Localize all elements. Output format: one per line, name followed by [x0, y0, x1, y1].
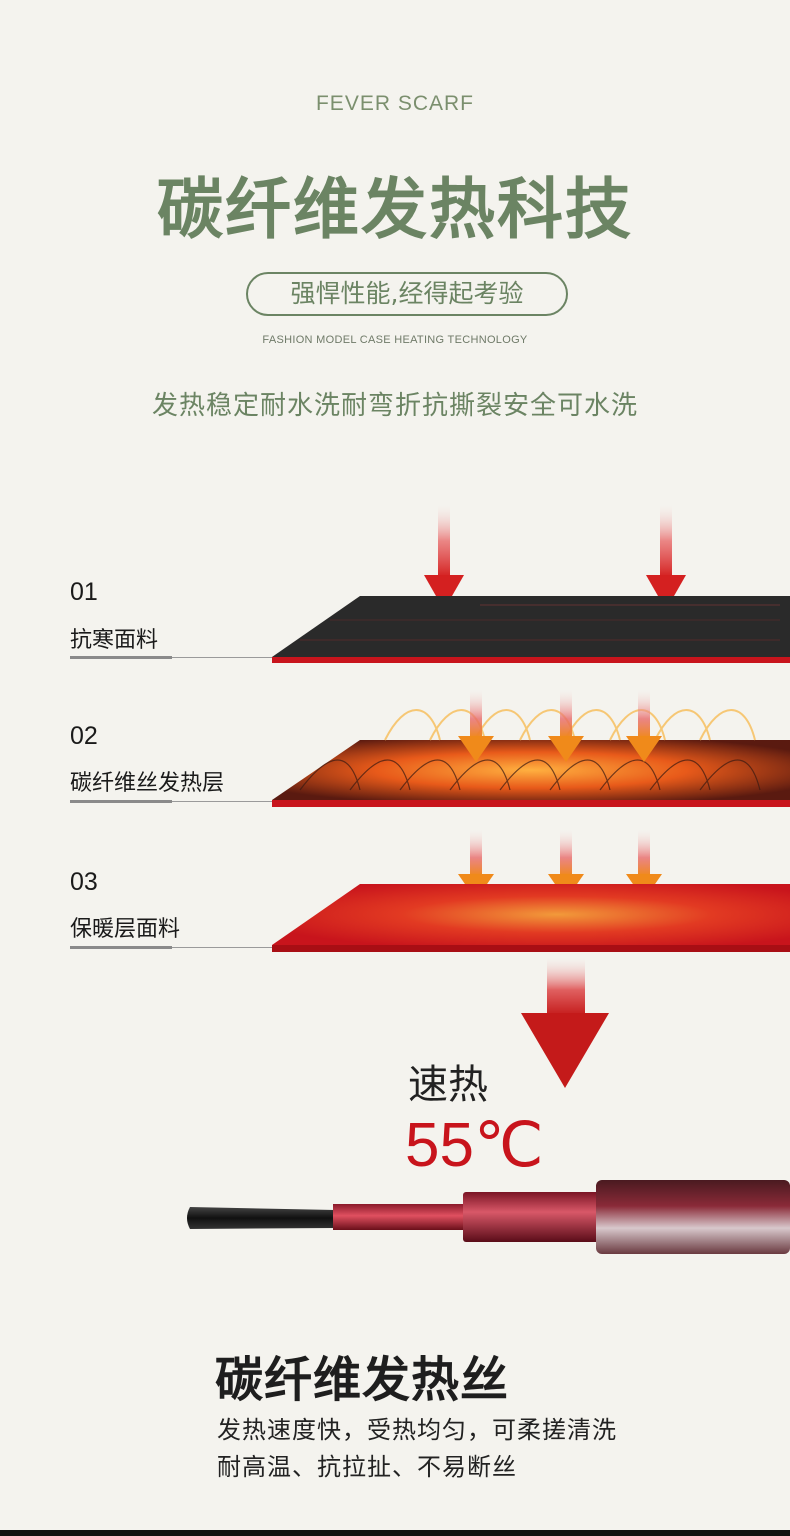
quick-heat-label: 速热	[408, 1062, 488, 1108]
heat-arrow-icon	[548, 690, 584, 762]
heat-arrow-icon	[626, 690, 662, 762]
divider	[70, 800, 172, 803]
heating-wire	[187, 1180, 790, 1254]
layer-number: 03	[70, 868, 98, 896]
layer-number: 02	[70, 722, 98, 750]
tagline-pill: 强悍性能,经得起考验	[246, 272, 568, 316]
eyebrow-text: FEVER SCARF	[315, 92, 475, 115]
english-subtitle: FASHION MODEL CASE HEATING TECHNOLOGY	[262, 334, 528, 346]
description-line: 发热速度快，受热均匀，可柔搓清洗	[217, 1416, 617, 1444]
layer-cold-fabric	[272, 596, 790, 663]
section-title: 碳纤维发热丝	[215, 1352, 510, 1408]
heat-arrow-icon	[424, 505, 464, 610]
heat-arrow-icon	[646, 505, 686, 610]
layer-warm-fabric	[272, 884, 790, 952]
layer-label: 碳纤维丝发热层	[70, 771, 225, 796]
layer-carbon-heating	[272, 709, 790, 807]
temperature-value: 55℃	[405, 1111, 544, 1180]
layer-label: 抗寒面料	[70, 628, 159, 653]
bottom-bar	[0, 1530, 790, 1536]
divider	[70, 946, 172, 949]
features-line: 发热稳定耐水洗耐弯折抗撕裂安全可水洗	[151, 391, 638, 421]
big-heat-arrow-icon	[521, 958, 609, 1088]
description-line: 耐高温、抗拉扯、不易断丝	[217, 1453, 517, 1481]
page-title: 碳纤维发热科技	[157, 171, 633, 248]
heat-arrow-icon	[458, 690, 494, 762]
layer-label: 保暖层面料	[70, 917, 181, 942]
divider	[70, 656, 172, 659]
layer-number: 01	[70, 578, 98, 606]
